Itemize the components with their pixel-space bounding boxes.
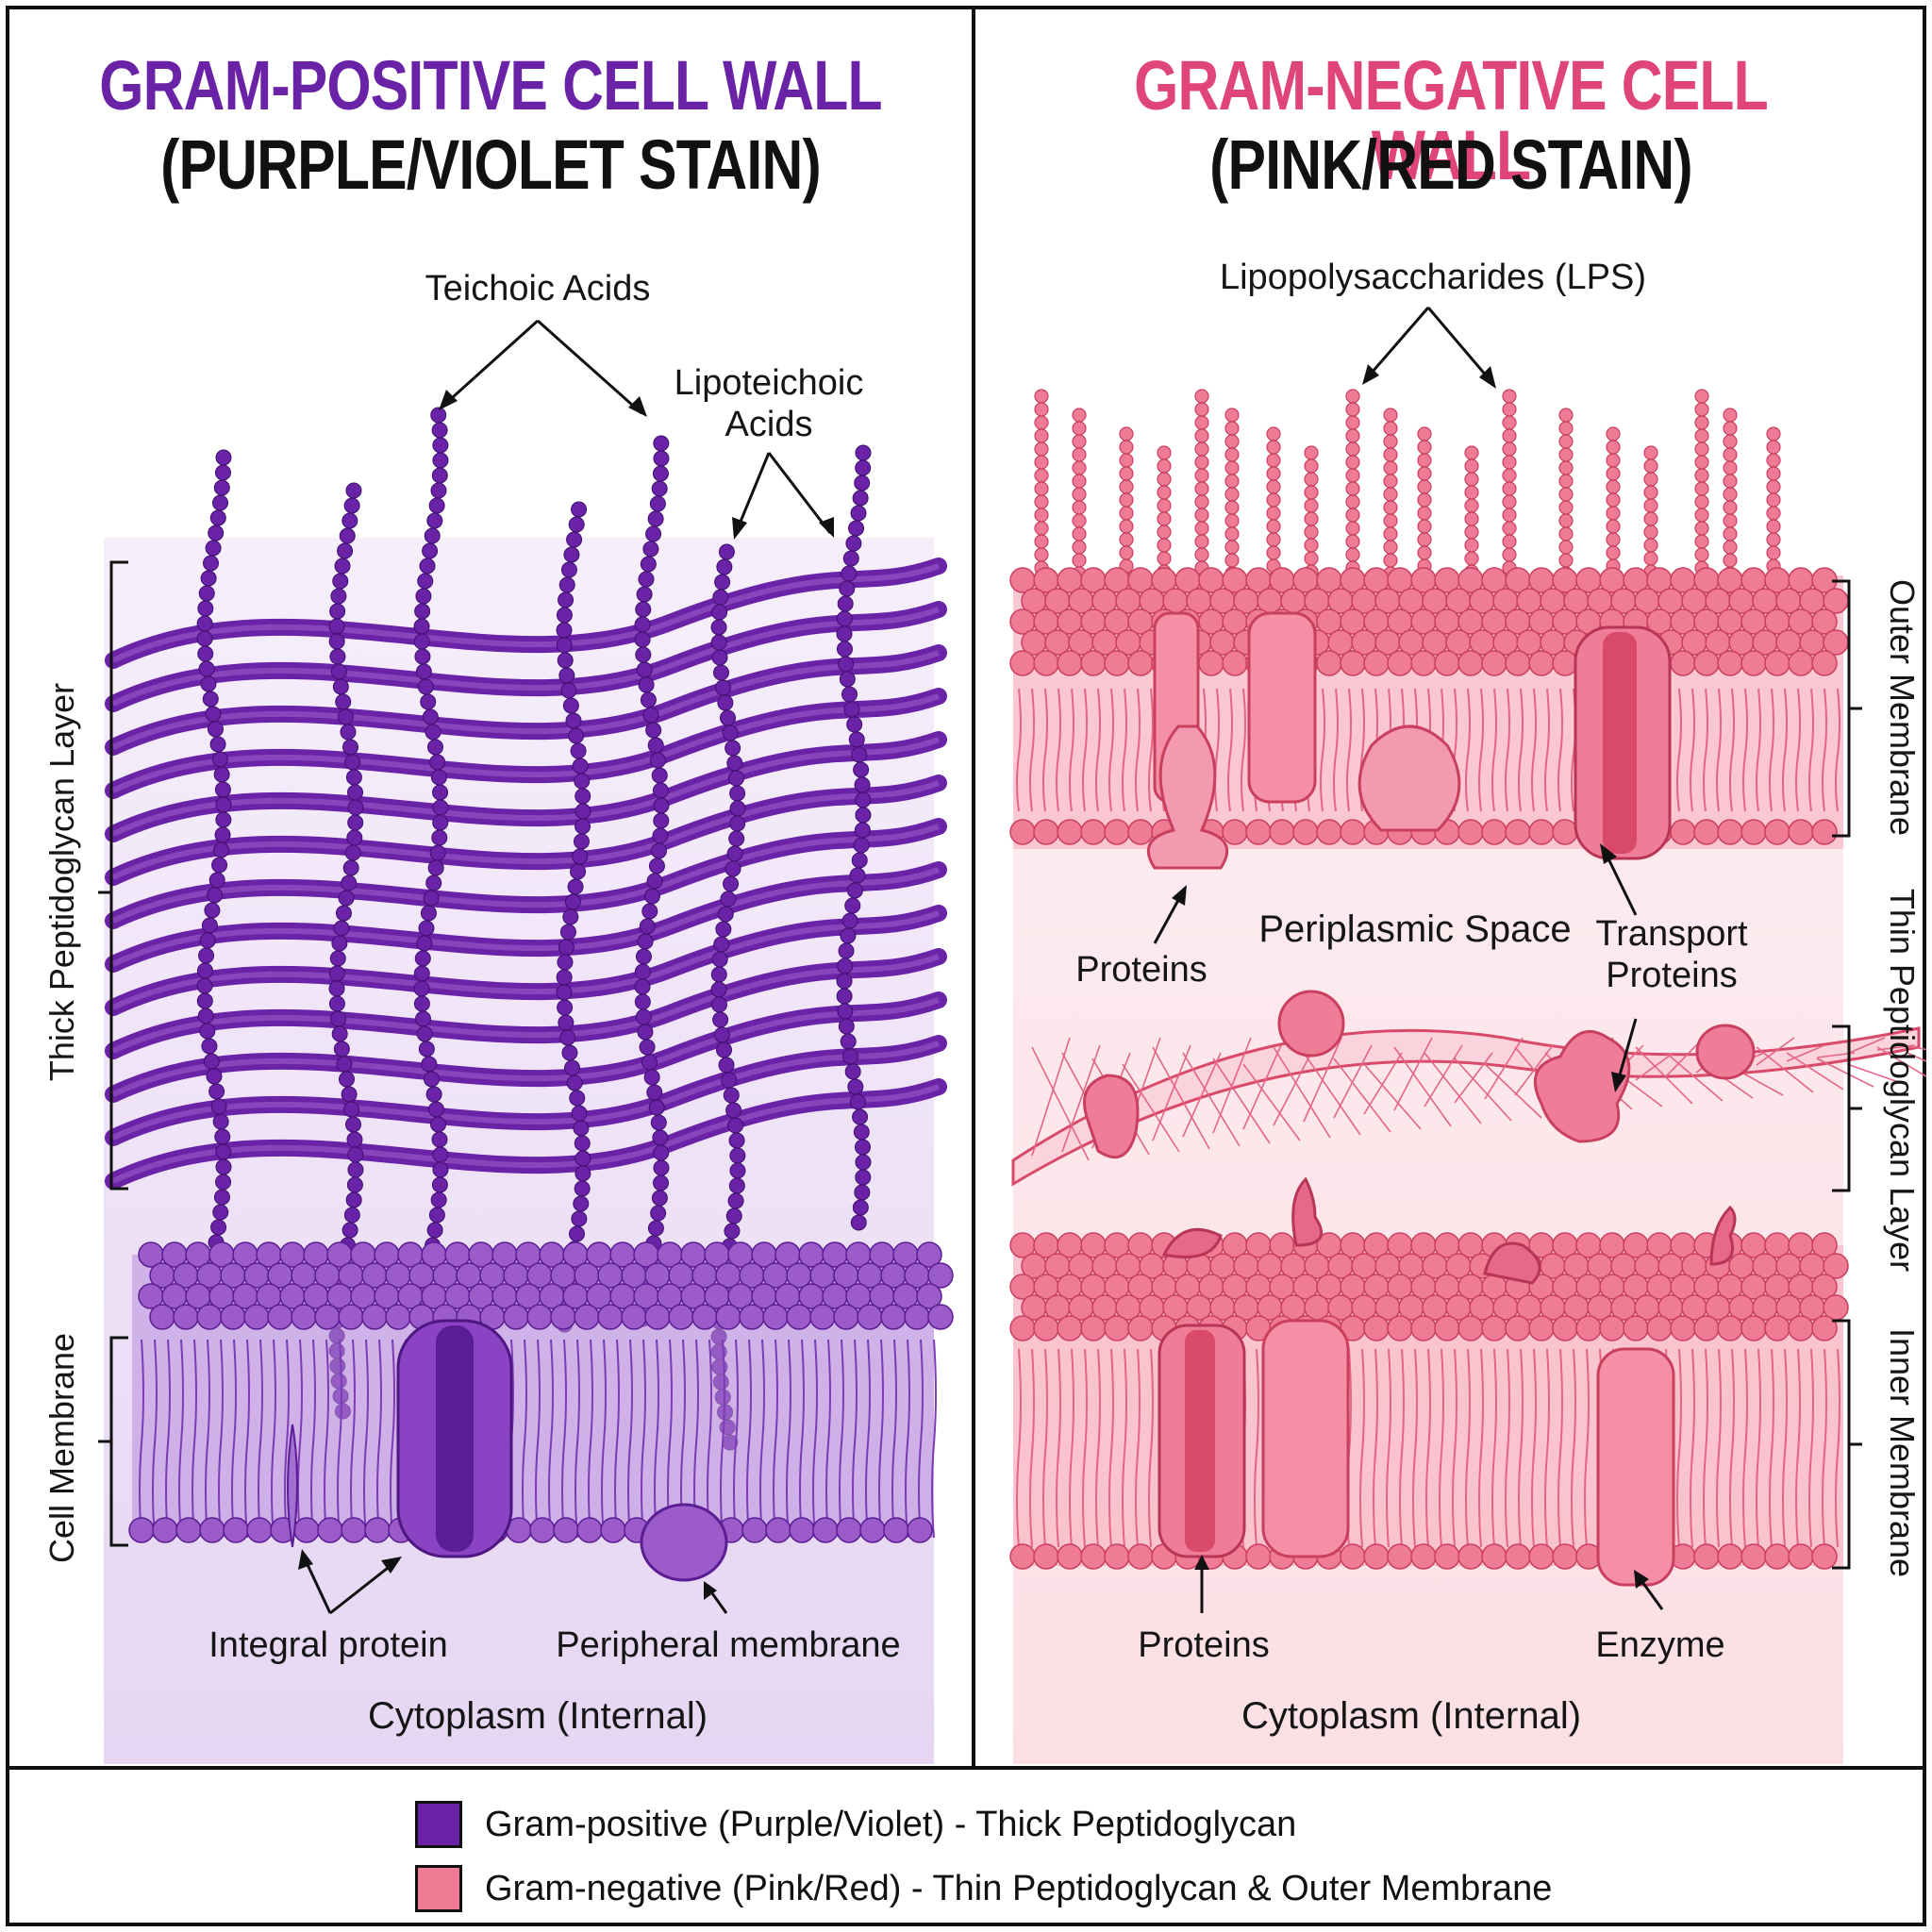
- gram-negative-illustration: Lipopolysaccharides (LPS) Outer Membrane…: [1009, 258, 1926, 1764]
- lps-arrows: [1364, 307, 1494, 384]
- label-gp-cytoplasm: Cytoplasm (Internal): [368, 1695, 708, 1737]
- peripheral-membrane-protein: [640, 1503, 728, 1582]
- label-outer-membrane: Outer Membrane: [1883, 579, 1922, 836]
- label-lipoteichoic-line2: Acids: [725, 405, 813, 444]
- legend-swatch-positive: [415, 1801, 462, 1848]
- teichoic-arrowheads: [439, 390, 834, 540]
- label-outer-proteins: Proteins: [1075, 950, 1207, 990]
- teichoic-arrows: [441, 319, 832, 534]
- label-integral-protein: Integral protein: [208, 1625, 448, 1665]
- label-inner-membrane: Inner Membrane: [1883, 1328, 1922, 1577]
- thin-peptidoglycan-bracket: [1832, 1024, 1862, 1192]
- label-inner-proteins: Proteins: [1138, 1625, 1269, 1665]
- cell-membrane-bracket: [98, 1336, 128, 1547]
- outer-membrane-proteins: [1146, 611, 1672, 870]
- thick-peptidoglycan-bracket: [98, 560, 128, 1191]
- legend-label-positive: Gram-positive (Purple/Violet) - Thick Pe…: [485, 1804, 1297, 1844]
- outer-membrane-bracket: [1832, 579, 1862, 838]
- teichoic-acid-chains: [196, 407, 872, 1465]
- label-peripheral-membrane: Peripheral membrane: [556, 1625, 900, 1665]
- gram-negative-subtitle: (PINK/RED STAIN): [1209, 125, 1692, 204]
- diagram-frame: GRAM-POSITIVE CELL WALL (PURPLE/VIOLET S…: [6, 6, 1926, 1926]
- inner-membrane-bracket: [1832, 1319, 1862, 1570]
- label-teichoic-acids: Teichoic Acids: [425, 269, 651, 308]
- gram-positive-panel: GRAM-POSITIVE CELL WALL (PURPLE/VIOLET S…: [9, 9, 975, 1766]
- label-transport-line2: Proteins: [1606, 956, 1737, 995]
- gram-negative-title: GRAM-NEGATIVE CELL WALL: [1134, 46, 1769, 194]
- gn-inner-membrane: [1009, 1232, 1849, 1570]
- label-gn-cytoplasm: Cytoplasm (Internal): [1241, 1695, 1581, 1737]
- legend-item-positive: Gram-positive (Purple/Violet) - Thick Pe…: [415, 1798, 1296, 1851]
- legend-swatch-negative: [415, 1865, 462, 1912]
- gram-positive-title: GRAM-POSITIVE CELL WALL: [99, 46, 882, 125]
- gram-negative-panel: GRAM-NEGATIVE CELL WALL (PINK/RED STAIN): [975, 9, 1926, 1766]
- integral-protein-shape: [287, 1319, 513, 1558]
- label-thin-peptidoglycan: Thin Peptidoglycan Layer: [1883, 889, 1922, 1272]
- label-periplasmic-space: Periplasmic Space: [1258, 908, 1571, 950]
- inner-membrane-proteins: [1158, 1176, 1737, 1587]
- legend: Gram-positive (Purple/Violet) - Thick Pe…: [9, 1766, 1923, 1926]
- label-thick-peptidoglycan: Thick Peptidoglycan Layer: [42, 683, 81, 1081]
- gp-cell-membrane: [128, 1241, 954, 1543]
- label-lps: Lipopolysaccharides (LPS): [1220, 258, 1646, 297]
- legend-item-negative: Gram-negative (Pink/Red) - Thin Peptidog…: [415, 1862, 1552, 1915]
- gram-positive-subtitle: (PURPLE/VIOLET STAIN): [160, 125, 822, 204]
- label-enzyme: Enzyme: [1595, 1625, 1724, 1665]
- label-cell-membrane: Cell Membrane: [42, 1333, 81, 1563]
- legend-label-negative: Gram-negative (Pink/Red) - Thin Peptidog…: [485, 1868, 1553, 1908]
- label-lipoteichoic-line1: Lipoteichoic: [675, 363, 864, 403]
- gram-positive-illustration: Teichoic Acids Lipoteichoic Acids Thick …: [42, 269, 954, 1764]
- thin-peptidoglycan-mesh: [1011, 990, 1926, 1187]
- label-transport-line1: Transport: [1595, 914, 1748, 954]
